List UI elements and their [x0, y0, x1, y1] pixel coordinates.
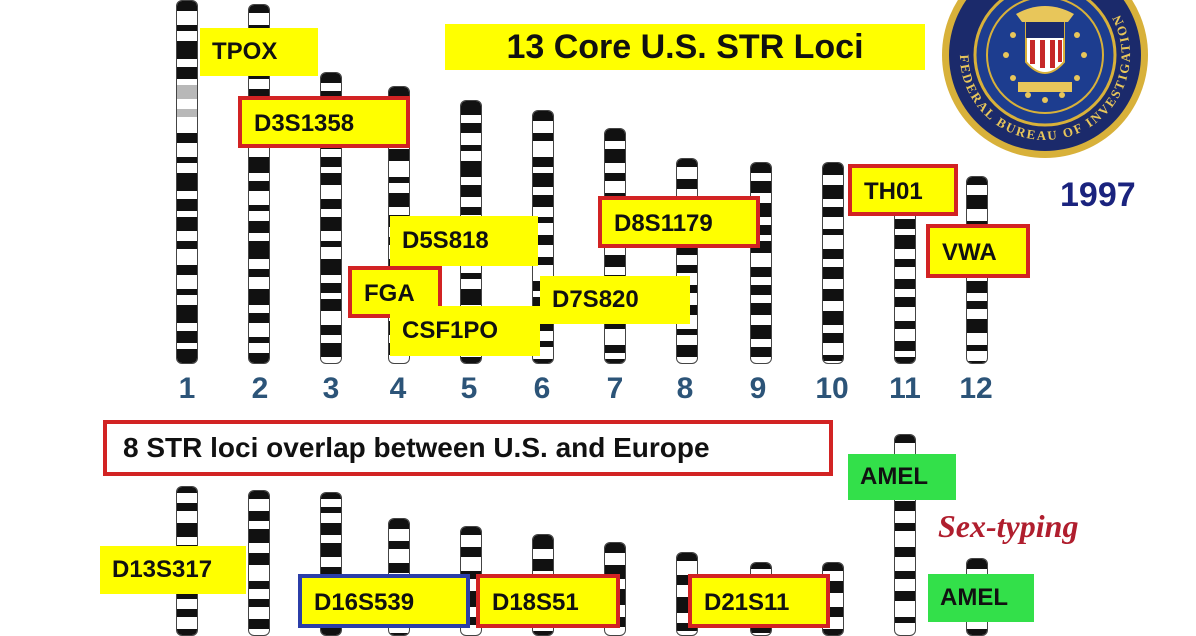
locus-d13s317: D13S317 — [100, 546, 246, 594]
chromosome-9 — [750, 162, 772, 364]
sex-typing-label: Sex-typing — [938, 508, 1079, 544]
chromosome-14 — [248, 490, 270, 636]
chromosome-number-6: 6 — [533, 372, 551, 405]
locus-th01: TH01 — [848, 164, 958, 216]
year-label: 1997 — [1060, 176, 1136, 214]
chromosome-1 — [176, 0, 198, 364]
locus-d5s818: D5S818 — [390, 216, 538, 266]
chromosome-number-7: 7 — [606, 372, 624, 405]
locus-d7s820: D7S820 — [540, 276, 690, 324]
chromosome-10 — [822, 162, 844, 364]
locus-csf1po: CSF1PO — [390, 306, 540, 356]
chromosome-number-12: 12 — [959, 372, 993, 405]
page-title: 13 Core U.S. STR Loci — [445, 24, 925, 70]
locus-d21s11: D21S11 — [688, 574, 830, 628]
fbi-seal-icon: FEDERAL BUREAU OF INVESTIGATION — [942, 0, 1148, 158]
chromosome-number-1: 1 — [178, 372, 196, 405]
chromosome-number-5: 5 — [460, 372, 478, 405]
chromosome-number-2: 2 — [251, 372, 269, 405]
locus-d3s1358: D3S1358 — [238, 96, 410, 148]
chromosome-number-3: 3 — [322, 372, 340, 405]
chromosome-number-11: 11 — [889, 372, 921, 405]
chromosome-number-8: 8 — [676, 372, 694, 405]
locus-d16s539: D16S539 — [298, 574, 470, 628]
overlap-note: 8 STR loci overlap between U.S. and Euro… — [103, 420, 833, 476]
locus-amel-y: AMEL — [928, 574, 1034, 622]
chromosome-number-4: 4 — [389, 372, 407, 405]
locus-tpox: TPOX — [200, 28, 318, 76]
locus-d8s1179: D8S1179 — [598, 196, 760, 248]
chromosome-8 — [676, 158, 698, 364]
locus-amel-x: AMEL — [848, 454, 956, 500]
chromosome-number-10: 10 — [815, 372, 849, 405]
locus-d18s51: D18S51 — [476, 574, 620, 628]
locus-vwa: VWA — [926, 224, 1030, 278]
chromosome-number-9: 9 — [749, 372, 767, 405]
